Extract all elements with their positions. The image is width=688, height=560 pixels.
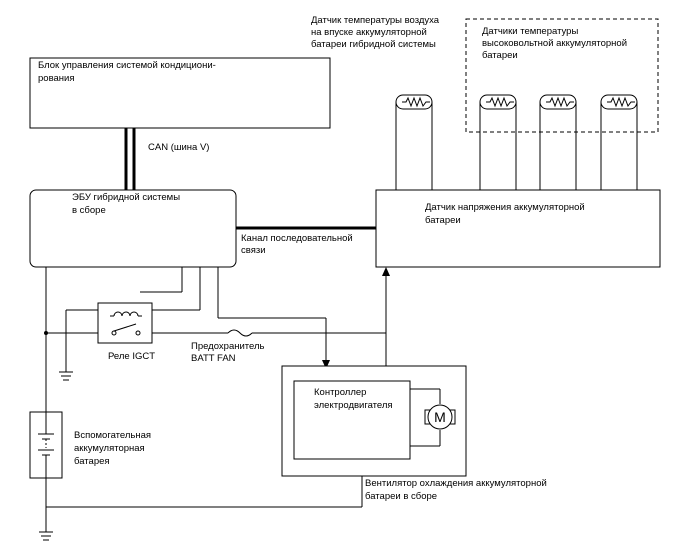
voltage-sensor-label: Датчик напряжения аккумуляторной батареи bbox=[425, 202, 587, 226]
fuse-icon bbox=[227, 329, 253, 337]
motor-icon bbox=[410, 388, 456, 447]
motor-symbol: M bbox=[434, 409, 446, 425]
motor-controller-label: Контроллер электродвигателя bbox=[314, 387, 393, 411]
fan-assembly-label: Вентилятор охлаждения аккумуляторной бат… bbox=[365, 478, 549, 502]
hv-temp-sensor-3 bbox=[600, 94, 638, 190]
hv-temp-sensor-1 bbox=[479, 94, 517, 190]
can-bus-label: CAN (шина V) bbox=[148, 142, 209, 153]
relay-label: Реле IGCT bbox=[108, 351, 155, 362]
arrow-to-controller bbox=[322, 360, 330, 369]
ac-control-unit-label: Блок управления системой кондициони- ров… bbox=[38, 60, 218, 84]
voltage-sensor-box bbox=[375, 189, 661, 268]
fuse-label: Предохранитель BATT FAN bbox=[191, 341, 267, 364]
hv-temp-sensor-2 bbox=[539, 94, 577, 190]
aux-battery-label: Вспомогательная аккумуляторная батарея bbox=[74, 430, 154, 467]
ground-symbol-battery bbox=[39, 531, 53, 541]
hybrid-ecu-label: ЭБУ гибридной системы в сборе bbox=[72, 192, 183, 216]
battery-icon bbox=[38, 412, 54, 478]
relay-contact-r bbox=[135, 330, 141, 336]
relay-coil-icon bbox=[113, 311, 139, 317]
relay-igct bbox=[97, 302, 153, 344]
ac-control-unit-box bbox=[29, 57, 331, 129]
air-temp-sensor bbox=[395, 94, 433, 190]
can-bus-lines bbox=[124, 128, 136, 190]
arrow-to-voltage-sensor bbox=[382, 267, 390, 276]
hv-temp-sensors-group bbox=[465, 18, 659, 133]
serial-link-label: Канал последовательной связи bbox=[241, 233, 355, 256]
air-temp-sensor-label: Датчик температуры воздуха на впуске акк… bbox=[311, 15, 442, 50]
motor-controller-box bbox=[293, 380, 411, 460]
hv-temp-sensors-label: Датчики температуры высоковольтной аккум… bbox=[482, 26, 630, 61]
ground-symbol-relay bbox=[59, 371, 73, 381]
relay-switch-blade bbox=[113, 323, 137, 332]
